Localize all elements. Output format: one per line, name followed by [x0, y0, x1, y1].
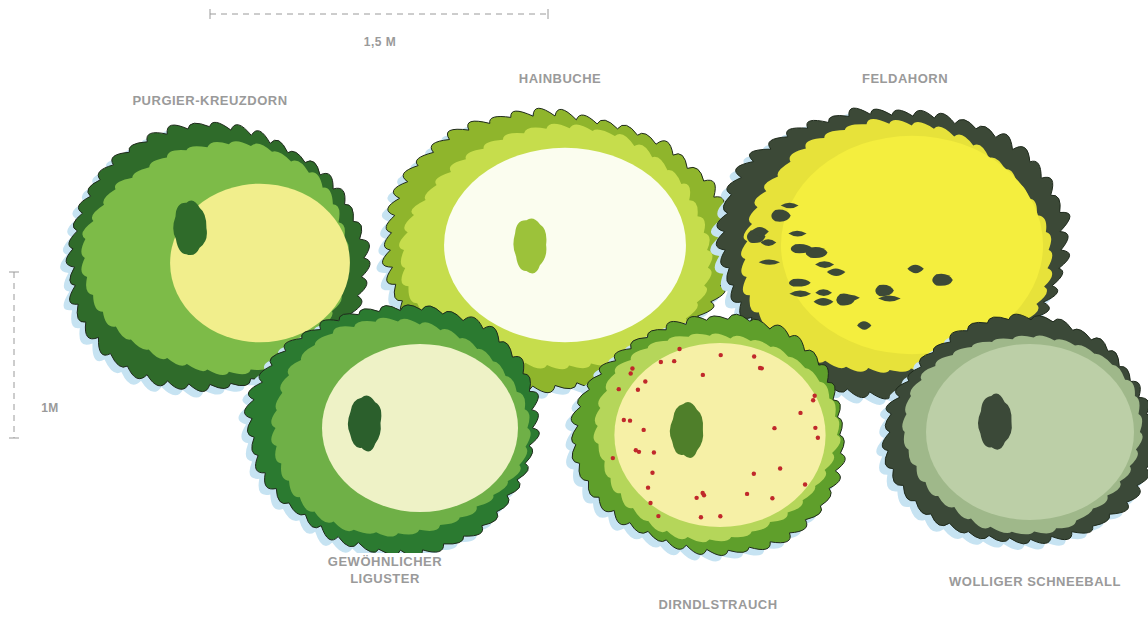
plant-name: HAINBUCHE	[517, 70, 604, 87]
plant-name: WOLLIGER SCHNEEBALL	[947, 573, 1123, 590]
shrub-crown	[550, 290, 874, 580]
plant-name: DIRNDLSTRAUCH	[656, 596, 779, 613]
plant-name: GEWÖHNLICHER LIGUSTER	[318, 553, 452, 587]
dimension-label: 1,5 M	[364, 35, 397, 49]
shrub-crown	[225, 278, 565, 578]
plant-name: PURGIER-KREUZDORN	[130, 92, 289, 109]
shrub-node: WOLLIGER SCHNEEBALL	[860, 292, 1148, 572]
shrub-node: DIRNDLSTRAUCH	[550, 290, 874, 580]
shrub-node: GEWÖHNLICHER LIGUSTER	[225, 278, 565, 578]
dimension-label: 1M	[41, 401, 59, 415]
plant-name: FELDAHORN	[860, 70, 950, 87]
shrub-crown	[860, 292, 1148, 572]
